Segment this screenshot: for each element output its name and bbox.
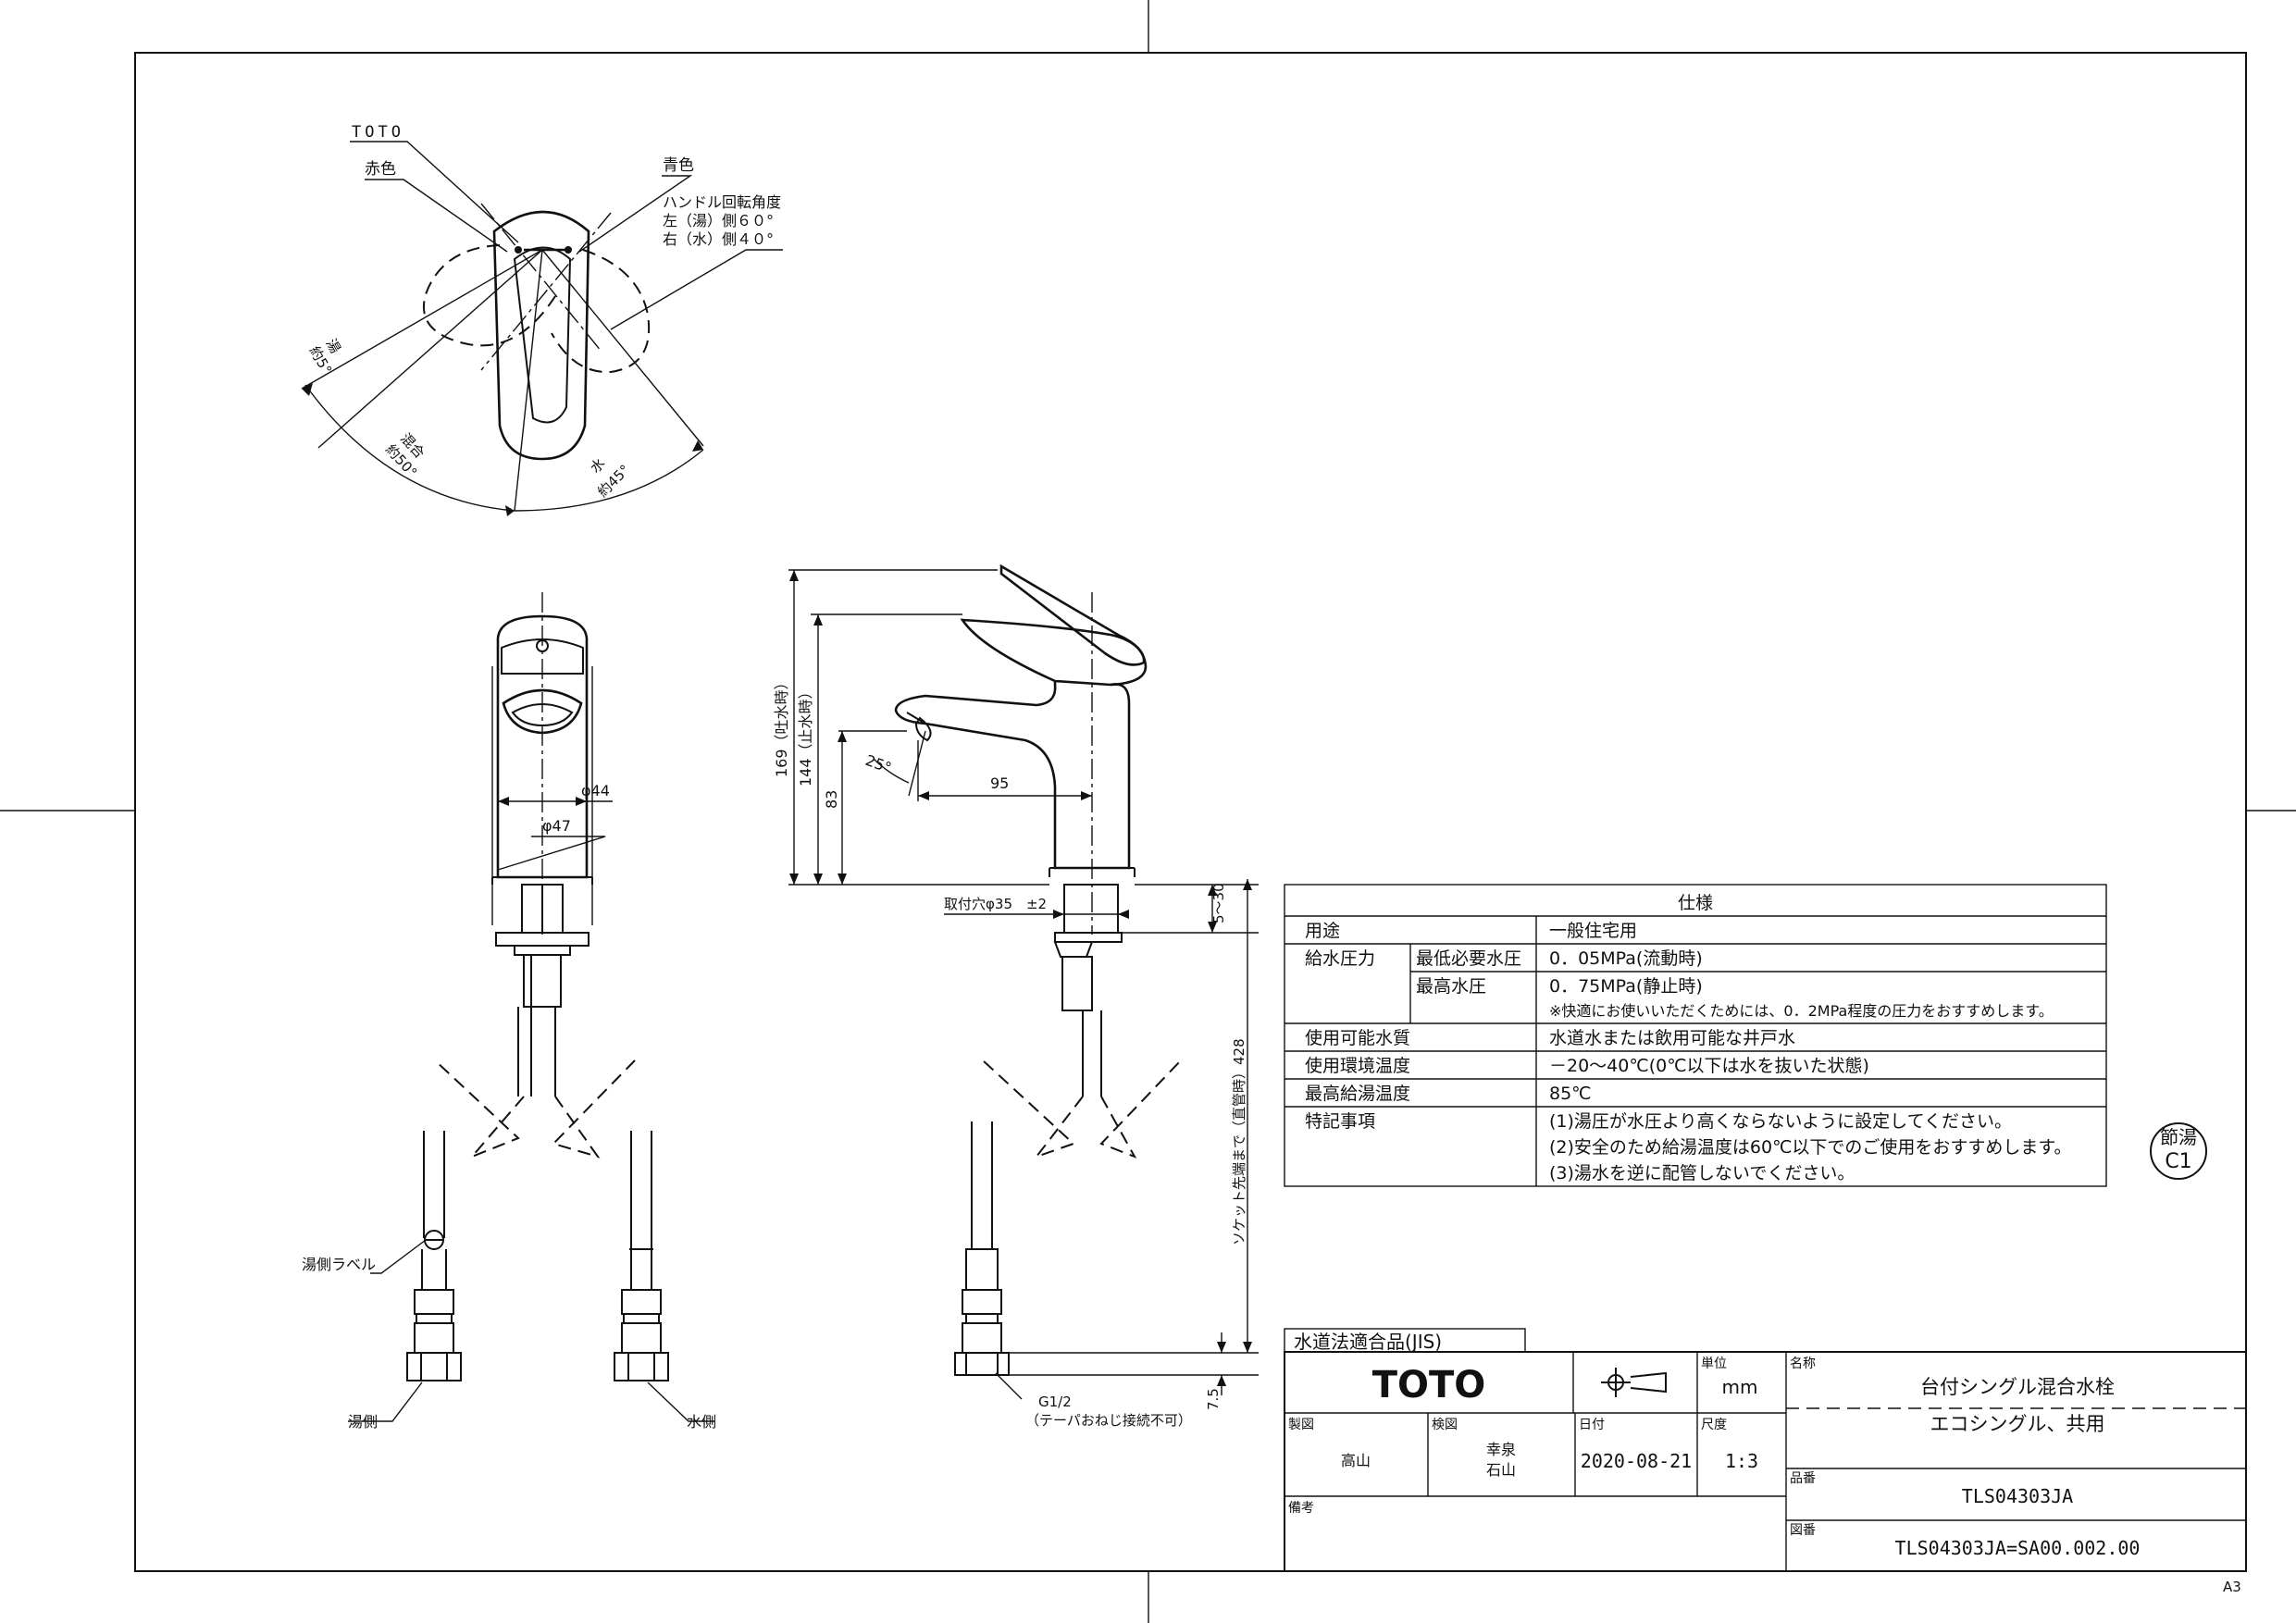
spec-value-min-pressure: 0．05MPa(流動時)	[1549, 948, 1703, 969]
date-label: 日付	[1579, 1418, 1605, 1432]
spec-note-1: (1)湯圧が水圧より高くならないように設定してください。	[1549, 1111, 2012, 1132]
spec-value-env-temp: －20～40℃(0℃以下は水を抜いた状態)	[1549, 1056, 1869, 1076]
brand-mark-label: TOTO	[352, 123, 404, 142]
thread-size-label: G1/2	[1038, 1394, 1072, 1410]
reach-95-dim: 95	[990, 774, 1009, 792]
top-view-body-outline	[492, 210, 590, 461]
rotation-hot-side: 左（湯）側６０°	[663, 212, 774, 229]
diameter-44-label: φ44	[581, 782, 610, 799]
height-144-dim: 144（止水時）	[797, 684, 814, 787]
drawn-by-value: 高山	[1341, 1452, 1371, 1469]
toto-logo: TOTO	[1372, 1364, 1486, 1406]
side-view	[788, 564, 1259, 1400]
hot-hose	[406, 1131, 462, 1381]
hot-side-label: 湯側	[348, 1413, 378, 1431]
red-color-label: 赤色	[365, 160, 396, 179]
front-view-body	[496, 614, 589, 879]
faucet-symbol-icon	[1601, 1368, 1667, 1397]
stamp-line-1: 節湯	[2160, 1126, 2197, 1148]
sheet-size: A3	[2223, 1579, 2241, 1595]
stamp-line-2: C1	[2165, 1150, 2191, 1173]
rotation-cold-side: 右（水）側４０°	[663, 230, 774, 248]
mount-hole-dim: 取付穴φ35 ±2	[944, 896, 1047, 912]
spec-pressure-note: ※快適にお使いいただくためには、0．2MPa程度の圧力をおすすめします。	[1549, 1002, 2054, 1020]
height-83-dim: 83	[823, 790, 840, 809]
product-name-line-1: 台付シングル混合水栓	[1920, 1376, 2115, 1398]
drawn-by-label: 製図	[1288, 1418, 1314, 1432]
checked-by-value-1: 幸泉	[1486, 1441, 1516, 1458]
spec-label-notes: 特記事項	[1305, 1111, 1375, 1132]
hot-label-tag: 湯側ラベル	[302, 1256, 376, 1273]
top-view	[301, 141, 783, 516]
thread-note-label: （テーパおねじ接続不可）	[1025, 1412, 1192, 1429]
spec-label-water-quality: 使用可能水質	[1305, 1028, 1410, 1048]
product-name-line-2: エコシングル、共用	[1930, 1413, 2105, 1435]
diameter-47-label: φ47	[542, 817, 571, 835]
drawing-number-label: 図番	[1790, 1523, 1816, 1538]
part-number-value: TLS04303JA	[1962, 1485, 2073, 1507]
spec-value-max-hot-temp: 85℃	[1549, 1084, 1592, 1104]
height-169-dim: 169（吐水時）	[773, 675, 790, 777]
checked-by-label: 検図	[1432, 1418, 1458, 1432]
date-value: 2020-08-21	[1581, 1450, 1692, 1472]
spec-note-2: (2)安全のため給湯温度は60℃以下でのご使用をおすすめします。	[1549, 1137, 2072, 1158]
side-view-handle-open	[999, 564, 1146, 666]
scale-label: 尺度	[1701, 1418, 1727, 1432]
socket-7-5-dim: 7.5	[1205, 1388, 1222, 1410]
unit-value: mm	[1722, 1376, 1758, 1398]
jis-compliance-label: 水道法適合品(JIS)	[1294, 1331, 1442, 1353]
spec-value-water-quality: 水道水または飲用可能な井戸水	[1549, 1028, 1795, 1048]
water-saving-stamp	[2150, 1122, 2207, 1180]
part-number-label: 品番	[1790, 1471, 1816, 1486]
spec-label-usage: 用途	[1305, 921, 1340, 941]
remarks-label: 備考	[1288, 1501, 1314, 1516]
name-label: 名称	[1790, 1357, 1816, 1371]
cold-side-label: 水側	[687, 1413, 716, 1431]
side-view-spout-body	[894, 681, 1131, 870]
spec-note-3: (3)湯水を逆に配管しないでください。	[1549, 1163, 1855, 1183]
spec-label-env-temp: 使用環境温度	[1305, 1056, 1410, 1076]
spec-label-max-hot-temp: 最高給湯温度	[1305, 1084, 1410, 1104]
spec-table	[1284, 884, 2107, 1187]
blue-color-label: 青色	[663, 156, 694, 175]
checked-by-value-2: 石山	[1486, 1461, 1516, 1479]
side-view-handle	[960, 618, 1148, 687]
unit-label: 単位	[1701, 1357, 1727, 1371]
rotation-title: ハンドル回転角度	[663, 193, 781, 211]
hose-length-428-dim: ソケット先端まで（直管時）428	[1231, 1038, 1247, 1245]
deck-thickness-dim: 5～30	[1210, 883, 1227, 923]
spec-sub-max-pressure: 最高水圧	[1416, 976, 1486, 997]
cold-hose	[614, 1131, 669, 1381]
title-block	[1284, 1328, 2247, 1572]
drawing-number-value: TLS04303JA=SA00.002.00	[1895, 1537, 2141, 1559]
spec-value-usage: 一般住宅用	[1549, 921, 1637, 941]
front-view	[348, 592, 714, 1422]
spec-header: 仕様	[1678, 893, 1713, 913]
cold-zone-label: 水	[587, 454, 608, 476]
spec-value-max-pressure: 0．75MPa(静止時)	[1549, 976, 1703, 997]
spec-sub-min-pressure: 最低必要水圧	[1416, 948, 1521, 969]
spec-label-pressure: 給水圧力	[1305, 948, 1375, 969]
scale-value: 1:3	[1725, 1450, 1758, 1472]
spout-angle-25: 25°	[863, 751, 894, 777]
